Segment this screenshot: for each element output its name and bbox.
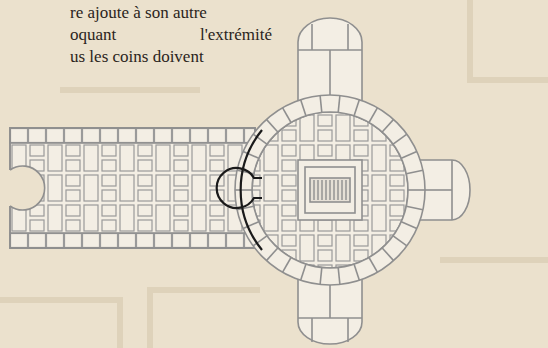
ring-brick-line: [393, 236, 407, 246]
connection-tab: [217, 130, 262, 250]
ring-brick-line: [382, 248, 393, 261]
grille-bar: [317, 180, 318, 200]
grille-bar: [313, 180, 314, 200]
ring-brick-line: [369, 108, 378, 123]
grille-bar: [333, 180, 334, 200]
grille-bar: [341, 180, 342, 200]
ring-brick-line: [401, 151, 417, 158]
ring-brick-line: [408, 189, 425, 191]
ring-brick-line: [406, 170, 423, 174]
ring-brick-line: [283, 108, 292, 123]
grille-bar: [325, 180, 326, 200]
ring-brick-line: [301, 100, 306, 116]
ring-brick-line: [235, 189, 252, 191]
grille-bar: [345, 180, 346, 200]
grille-bar: [329, 180, 330, 200]
ring-brick-line: [369, 258, 378, 273]
ring-brick-line: [401, 222, 417, 229]
ring-brick-line: [301, 264, 306, 280]
ring-brick-line: [266, 248, 277, 261]
ring-brick-line: [338, 268, 340, 285]
ring-brick-line: [406, 206, 423, 210]
ring-brick-line: [382, 119, 393, 132]
grille-bar: [321, 180, 322, 200]
ring-brick-line: [283, 258, 292, 273]
ring-brick-line: [393, 134, 407, 144]
ring-brick-line: [320, 96, 322, 113]
ring-brick-line: [354, 264, 359, 280]
rule-text-line: oquant l'extrémité: [70, 25, 272, 45]
grille-bar: [337, 180, 338, 200]
ring-brick-line: [354, 100, 359, 116]
ring-brick-line: [266, 119, 277, 132]
rule-text-line: re ajoute à son autre: [70, 3, 207, 23]
round-tower: [235, 95, 425, 285]
ring-brick-line: [320, 268, 322, 285]
ring-brick-line: [338, 96, 340, 113]
rule-text-line: us les coins doivent: [70, 47, 204, 67]
